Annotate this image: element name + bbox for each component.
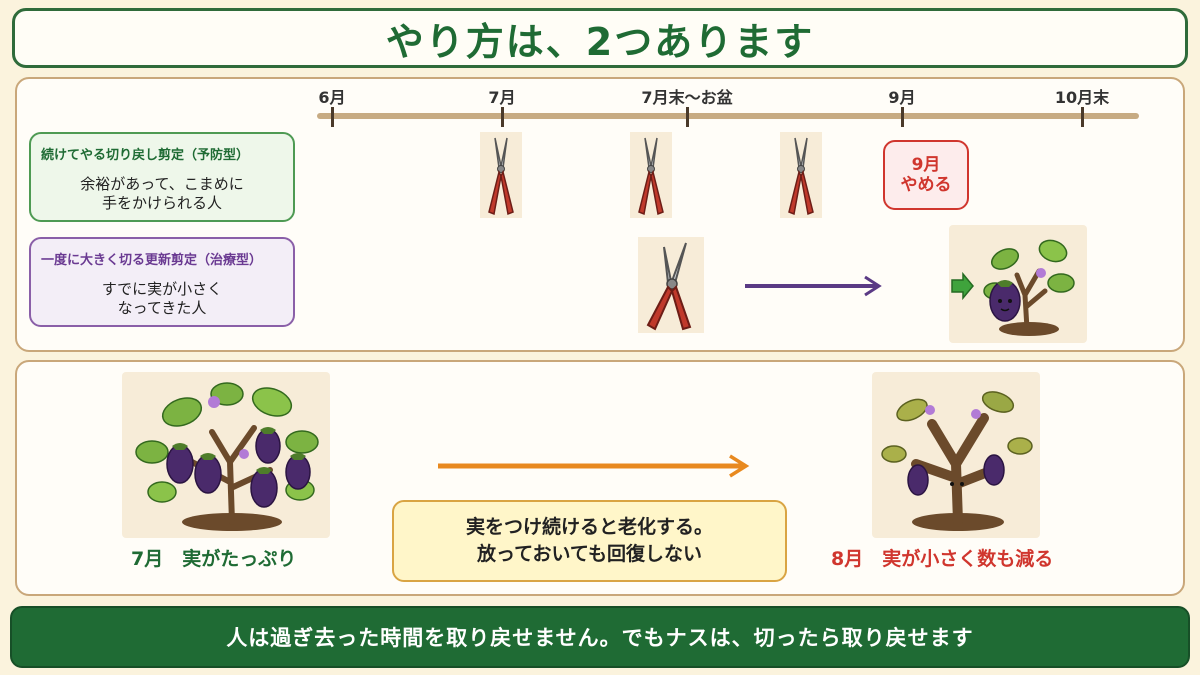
- eggplant-plant-icon: [951, 239, 1075, 336]
- tick-label-july: 7月: [488, 88, 516, 107]
- method-treatment: 一度に大きく切る更新剪定（治療型） すでに実が小さく なってきた人: [29, 237, 295, 327]
- method-treatment-desc-line1: すでに実が小さく: [101, 280, 223, 298]
- pruning-shears-icon: [780, 132, 822, 218]
- august-eggplant-image: [872, 372, 1040, 538]
- tick-label-september: 9月: [888, 88, 916, 107]
- pruning-shears-icon: [480, 132, 522, 218]
- tick-september: [901, 107, 904, 127]
- aging-note: 実をつけ続けると老化する。 放っておいても回復しない: [392, 500, 787, 582]
- method-preventive: 続けてやる切り戻し剪定（予防型） 余裕があって、こまめに 手をかけられる人: [29, 132, 295, 222]
- tick-late-july: [686, 107, 689, 127]
- method-preventive-desc: 余裕があって、こまめに 手をかけられる人: [41, 175, 283, 213]
- arrow-right-icon: [438, 454, 750, 478]
- tick-june: [331, 107, 334, 127]
- tick-label-late-july: 7月末〜お盆: [641, 88, 733, 107]
- stop-badge-label: やめる: [900, 175, 952, 195]
- large-pruning-shears-icon: [638, 237, 704, 333]
- tick-july: [501, 107, 504, 127]
- footer-message: 人は過ぎ去った時間を取り戻せません。でもナスは、切ったら取り戻せます: [226, 626, 974, 650]
- arrow-right-icon: [745, 275, 882, 297]
- july-eggplant-image: [122, 372, 330, 538]
- tick-label-late-october: 10月末: [1054, 88, 1110, 107]
- eggplant-plant-icon: [135, 382, 319, 531]
- recovered-eggplant-image: [949, 225, 1087, 343]
- august-caption: 8月 実が小さく数も減る: [831, 548, 1054, 570]
- tick-label-june: 6月: [318, 88, 346, 107]
- eggplant-plant-icon: [881, 391, 1033, 531]
- method-treatment-desc: すでに実が小さく なってきた人: [41, 280, 283, 318]
- timeline-panel: 6月 7月 7月末〜お盆 9月 10月末 続けてやる切り戻し剪定（予防型） 余裕…: [15, 77, 1185, 352]
- pruning-shears-icon: [630, 132, 672, 218]
- footer-banner: 人は過ぎ去った時間を取り戻せません。でもナスは、切ったら取り戻せます: [10, 606, 1190, 668]
- method-preventive-title: 続けてやる切り戻し剪定（予防型）: [41, 148, 250, 163]
- title-banner: やり方は、2つあります: [12, 8, 1188, 68]
- page-title: やり方は、2つあります: [385, 19, 815, 64]
- tick-late-october: [1081, 107, 1084, 127]
- timeline-axis: [317, 113, 1139, 119]
- comparison-panel: 7月 実がたっぷり 実をつけ続けると老化する。 放っておいても回復しない 8: [15, 360, 1185, 596]
- stop-badge-month: 9月: [911, 154, 941, 175]
- method-preventive-desc-line2: 手をかけられる人: [101, 193, 222, 212]
- method-treatment-title: 一度に大きく切る更新剪定（治療型）: [41, 253, 263, 268]
- aging-note-line2: 放っておいても回復しない: [477, 543, 702, 565]
- method-preventive-desc-line1: 余裕があって、こまめに: [80, 175, 244, 193]
- stop-badge: 9月 やめる: [883, 140, 969, 210]
- july-caption: 7月 実がたっぷり: [131, 548, 297, 570]
- aging-note-line1: 実をつけ続けると老化する。: [465, 516, 713, 539]
- method-treatment-desc-line2: なってきた人: [117, 298, 207, 317]
